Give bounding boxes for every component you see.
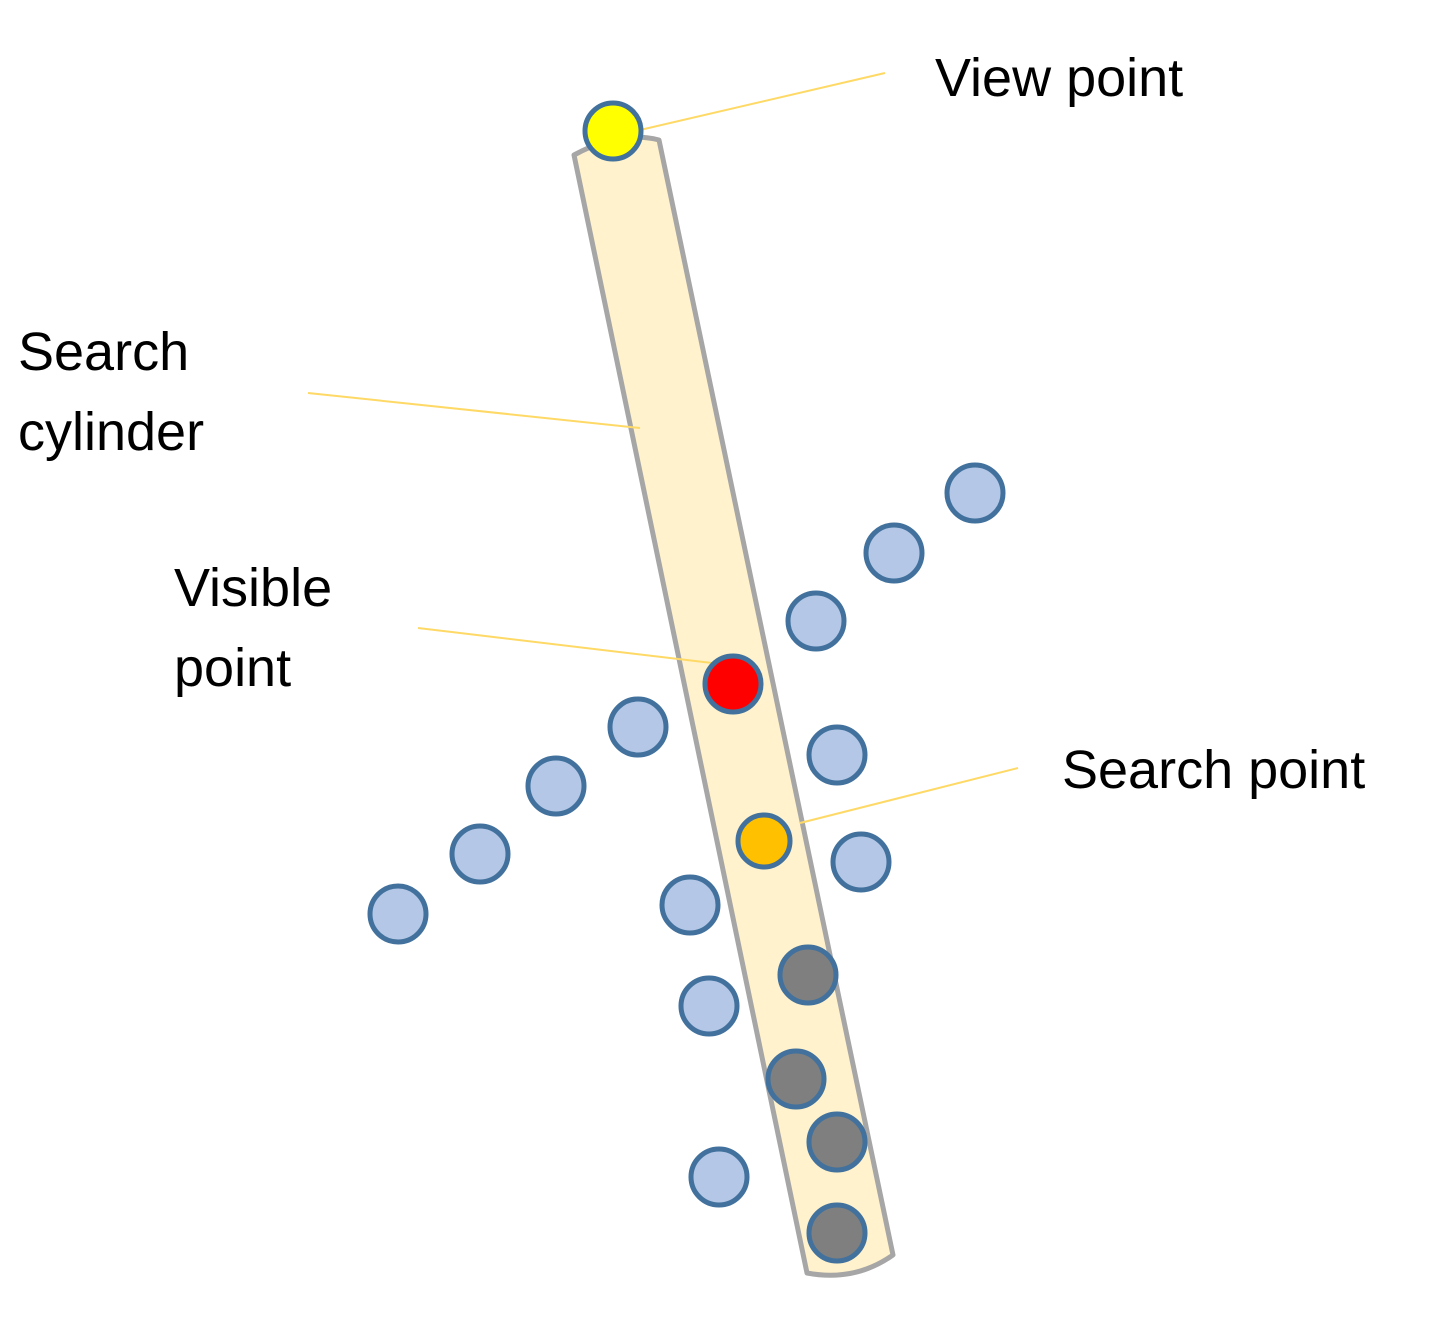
search-point-label: Search point bbox=[1062, 740, 1366, 800]
search-cylinder-label: Search cylinder bbox=[18, 322, 205, 462]
view-point-leader-line bbox=[639, 72, 886, 131]
neighbor-points bbox=[367, 462, 1006, 1208]
neighbor-point bbox=[449, 823, 511, 885]
neighbor-point bbox=[806, 724, 868, 786]
leader-lines bbox=[307, 72, 1019, 824]
visible-point-label: Visible point bbox=[174, 558, 333, 698]
visible-point-marker bbox=[702, 653, 764, 715]
neighbor-point bbox=[863, 522, 925, 584]
occluded-point bbox=[765, 1048, 827, 1110]
neighbor-point bbox=[678, 975, 740, 1037]
neighbor-point bbox=[785, 590, 847, 652]
search-point-leader-line bbox=[799, 767, 1019, 824]
occluded-point bbox=[806, 1202, 868, 1264]
neighbor-point bbox=[607, 696, 669, 758]
occluded-points bbox=[765, 944, 868, 1264]
neighbor-point bbox=[367, 883, 429, 945]
search-cylinder-leader-line bbox=[307, 392, 641, 429]
search-point-marker bbox=[735, 812, 793, 870]
neighbor-point bbox=[688, 1146, 750, 1208]
neighbor-point bbox=[659, 874, 721, 936]
occluded-point bbox=[777, 944, 839, 1006]
visible-point-leader-line bbox=[417, 627, 713, 664]
neighbor-point bbox=[830, 831, 892, 893]
neighbor-point bbox=[525, 755, 587, 817]
neighbor-point bbox=[944, 462, 1006, 524]
view-point-marker bbox=[582, 100, 644, 162]
occluded-point bbox=[806, 1111, 868, 1173]
view-point-label: View point bbox=[935, 48, 1184, 108]
